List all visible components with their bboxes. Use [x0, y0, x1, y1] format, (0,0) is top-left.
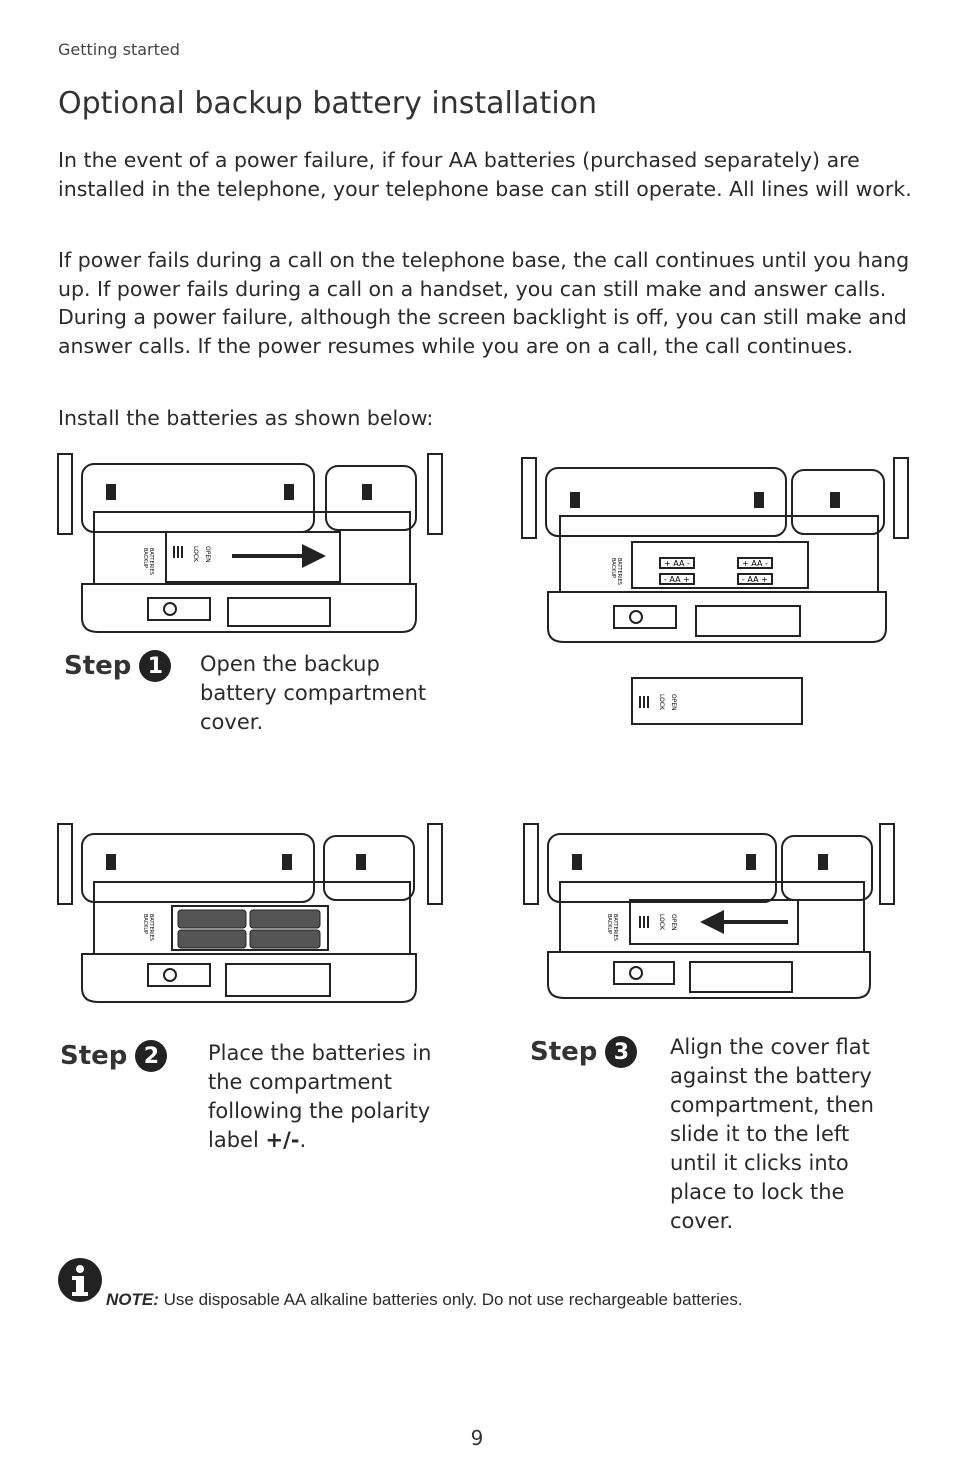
step2-label: Step: [60, 1041, 128, 1071]
arrow-left-icon: [700, 910, 788, 934]
note-label: NOTE:: [106, 1290, 159, 1309]
fig4-backup-label: BACKUP: [606, 914, 612, 934]
fig1-open-label: OPEN: [204, 546, 211, 563]
polarity-label-right-bottom: - AA +: [742, 575, 768, 584]
note-box: NOTE: Use disposable AA alkaline batteri…: [58, 1258, 918, 1318]
step2-heading: Step 2: [60, 1040, 168, 1072]
info-icon: [58, 1258, 102, 1302]
fig4-batteries-label: BATTERIES: [612, 914, 618, 941]
page-number: 9: [470, 1426, 484, 1450]
step3-number: 3: [605, 1036, 638, 1068]
step1-number: 1: [139, 650, 172, 682]
fig1-lock-label: LOCK: [192, 546, 199, 563]
fig3-batteries-label: BATTERIES: [148, 914, 154, 941]
fig4-lock-label: LOCK: [658, 914, 665, 931]
fig2-batteries-label: BATTERIES: [616, 558, 622, 585]
step1-heading: Step 1: [64, 650, 172, 682]
step3-label: Step: [530, 1037, 598, 1067]
fig1-backup-label: BACKUP: [142, 548, 148, 568]
install-paragraph: Install the batteries as shown below:: [58, 406, 434, 430]
compartment-figure: BACKUP BATTERIES + AA - + AA - - AA + - …: [520, 456, 914, 732]
step3-text: Align the cover flat against the battery…: [670, 1035, 874, 1233]
step3-heading: Step 3: [530, 1036, 638, 1068]
note-text: NOTE: Use disposable AA alkaline batteri…: [106, 1290, 743, 1309]
polarity-label-left-bottom: - AA +: [664, 575, 690, 584]
polarity-label-right-top: + AA -: [742, 559, 768, 568]
intro-paragraph: In the event of a power failure, if four…: [58, 148, 912, 201]
page-title: Optional backup battery installation: [58, 86, 598, 121]
step2-text: Place the batteries in the compartment f…: [208, 1041, 432, 1152]
step1-label: Step: [64, 651, 132, 681]
fig2-backup-label: BACKUP: [610, 558, 616, 578]
fig3-backup-label: BACKUP: [142, 914, 148, 934]
step2-figure: BACKUP BATTERIES: [56, 822, 446, 1006]
section-header: Getting started: [58, 40, 180, 59]
step3-figure: BACKUP BATTERIES LOCK OPEN: [522, 822, 902, 1002]
cover-open-label: OPEN: [670, 694, 677, 711]
power-fail-paragraph: If power fails during a call on the tele…: [58, 248, 910, 358]
polarity-label-left-top: + AA -: [664, 559, 690, 568]
aa-batteries: [177, 909, 321, 949]
arrow-right-icon: [232, 544, 326, 568]
step1-text: Open the backup battery compartment cove…: [200, 652, 427, 734]
cover-lock-label: LOCK: [658, 694, 665, 711]
fig1-batteries-label: BATTERIES: [148, 548, 154, 575]
fig4-open-label: OPEN: [670, 914, 677, 931]
step1-figure: BACKUP BATTERIES LOCK OPEN: [56, 452, 446, 638]
step2-number: 2: [135, 1040, 168, 1072]
